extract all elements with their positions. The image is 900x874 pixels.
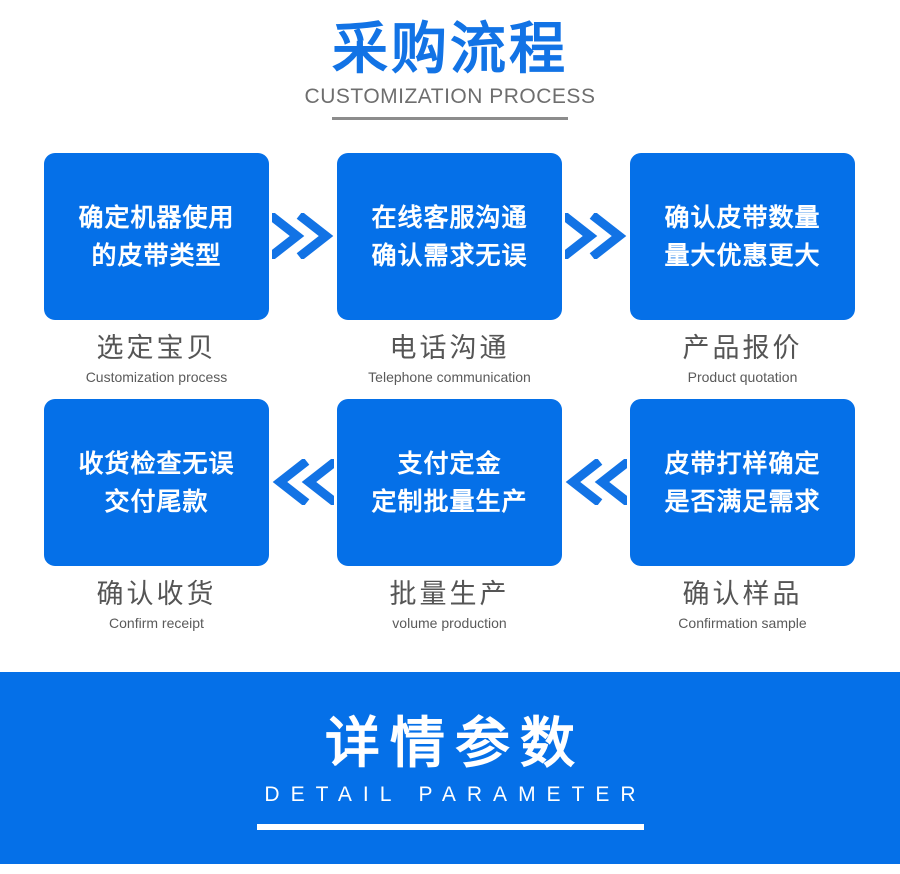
page-title-cn: 采购流程 xyxy=(332,17,568,82)
flow-step-1-box[interactable]: 确定机器使用 的皮带类型 xyxy=(44,153,269,320)
flow-step-5-line-2: 定制批量生产 xyxy=(371,486,528,516)
flow-step-1-caption-en: Customization process xyxy=(85,369,228,385)
flow-step-2[interactable]: 在线客服沟通 确认需求无误 电话沟通 Telephone communicati… xyxy=(337,153,562,386)
flow-step-3-caption-en: Product quotation xyxy=(687,369,798,385)
flow-row-1: 确定机器使用 的皮带类型 选定宝贝 Customization process … xyxy=(0,153,900,403)
double-chevron-left-icon xyxy=(272,459,334,505)
flow-step-2-line-2: 确认需求无误 xyxy=(371,240,528,270)
flow-step-6-box[interactable]: 收货检查无误 交付尾款 xyxy=(44,399,269,566)
flow-step-6-caption-en: Confirm receipt xyxy=(109,615,204,631)
flow-step-2-line-1: 在线客服沟通 xyxy=(371,202,528,232)
page-title-en: CUSTOMIZATION PROCESS xyxy=(304,85,596,108)
flow-step-6-line-1: 收货检查无误 xyxy=(78,448,235,478)
flow-step-5-caption-en: volume production xyxy=(392,615,507,631)
page-header: 采购流程 CUSTOMIZATION PROCESS xyxy=(0,0,900,120)
flow-step-3-box[interactable]: 确认皮带数量 量大优惠更大 xyxy=(630,153,855,320)
banner-title-en: DETAIL PARAMETER xyxy=(264,783,647,806)
flow-step-2-caption-cn: 电话沟通 xyxy=(389,333,510,364)
flow-step-3-line-1: 确认皮带数量 xyxy=(664,202,821,232)
flow-step-4-caption-en: Confirmation sample xyxy=(678,615,807,631)
double-chevron-right-icon xyxy=(565,213,627,259)
flow-step-3-caption-cn: 产品报价 xyxy=(682,333,803,364)
flow-step-1[interactable]: 确定机器使用 的皮带类型 选定宝贝 Customization process xyxy=(44,153,269,386)
flow-step-4-line-1: 皮带打样确定 xyxy=(664,448,821,478)
flow-step-4-caption-cn: 确认样品 xyxy=(682,579,803,610)
flow-step-3-line-2: 量大优惠更大 xyxy=(664,240,821,270)
flow-step-1-caption-cn: 选定宝贝 xyxy=(96,333,217,364)
flow-step-6[interactable]: 收货检查无误 交付尾款 确认收货 Confirm receipt xyxy=(44,399,269,632)
flow-step-3[interactable]: 确认皮带数量 量大优惠更大 产品报价 Product quotation xyxy=(630,153,855,386)
flow-step-5[interactable]: 支付定金 定制批量生产 批量生产 volume production xyxy=(337,399,562,632)
flow-step-4[interactable]: 皮带打样确定 是否满足需求 确认样品 Confirmation sample xyxy=(630,399,855,632)
double-chevron-right-icon xyxy=(272,213,334,259)
flow-step-1-line-2: 的皮带类型 xyxy=(91,240,222,270)
flow-step-6-caption-cn: 确认收货 xyxy=(96,579,217,610)
flow-step-2-box[interactable]: 在线客服沟通 确认需求无误 xyxy=(337,153,562,320)
flow-step-5-box[interactable]: 支付定金 定制批量生产 xyxy=(337,399,562,566)
flow-row-2: 收货检查无误 交付尾款 确认收货 Confirm receipt 支付定金 定制… xyxy=(0,399,900,649)
flow-step-1-line-1: 确定机器使用 xyxy=(78,202,235,232)
flow-step-4-line-2: 是否满足需求 xyxy=(664,486,821,516)
header-divider xyxy=(332,117,568,120)
banner-divider xyxy=(256,824,644,830)
flow-step-6-line-2: 交付尾款 xyxy=(104,486,209,516)
flow-step-5-caption-cn: 批量生产 xyxy=(389,579,510,610)
flow-step-5-line-1: 支付定金 xyxy=(397,448,502,478)
banner-title-cn: 详情参数 xyxy=(324,711,585,775)
flow-step-2-caption-en: Telephone communication xyxy=(368,369,531,385)
detail-parameter-banner: 详情参数 DETAIL PARAMETER xyxy=(0,672,900,864)
double-chevron-left-icon xyxy=(565,459,627,505)
flow-step-4-box[interactable]: 皮带打样确定 是否满足需求 xyxy=(630,399,855,566)
